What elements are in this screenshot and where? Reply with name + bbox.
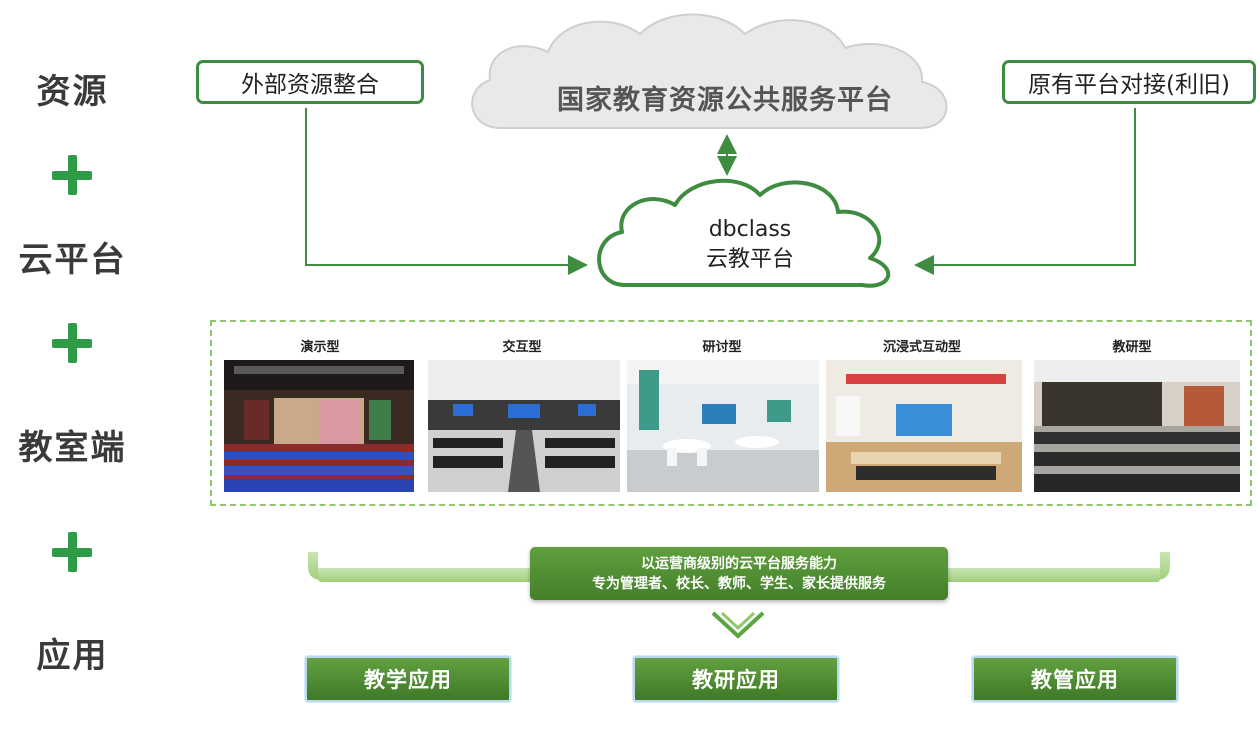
dbclass-cloud-shape — [597, 178, 891, 288]
national-cloud-shape — [471, 13, 948, 129]
external-resources-box: 外部资源整合 — [196, 60, 424, 104]
dbclass-subtitle: 云教平台 — [705, 247, 794, 272]
label-applications: 应用 — [36, 636, 109, 676]
research-app-button[interactable]: 教研应用 — [633, 656, 839, 702]
plus-icon — [52, 155, 92, 195]
external-connector — [305, 108, 588, 275]
plus-icon — [52, 323, 92, 363]
teaching-research-room-photo — [1034, 360, 1240, 492]
label-classroom: 教室端 — [18, 428, 127, 468]
service-line-1: 以运营商级别的云平台服务能力 — [641, 555, 837, 572]
interactive-classroom-photo — [428, 360, 620, 492]
dbclass-name: dbclass — [708, 217, 792, 242]
management-app-button[interactable]: 教管应用 — [972, 656, 1178, 702]
label-resources: 资源 — [36, 72, 109, 112]
down-chevron-icon — [711, 611, 765, 639]
classroom-label: 交互型 — [502, 340, 542, 355]
dbclass-cloud: dbclass 云教平台 — [640, 215, 860, 275]
seminar-room-photo — [627, 360, 819, 492]
service-banner: 以运营商级别的云平台服务能力 专为管理者、校长、教师、学生、家长提供服务 — [530, 547, 948, 600]
classroom-label: 沉浸式互动型 — [882, 340, 961, 355]
immersive-classroom-photo — [826, 360, 1022, 492]
auditorium-photo — [224, 360, 414, 492]
classroom-panel — [210, 320, 1252, 506]
national-platform-title: 国家教育资源公共服务平台 — [557, 85, 893, 116]
teaching-app-button[interactable]: 教学应用 — [305, 656, 511, 702]
classroom-label: 研讨型 — [702, 340, 742, 355]
label-cloud-platform: 云平台 — [18, 240, 127, 280]
existing-platform-box: 原有平台对接(利旧) — [1002, 60, 1256, 104]
classroom-label: 演示型 — [300, 340, 340, 355]
plus-icon — [52, 532, 92, 572]
service-line-2: 专为管理者、校长、教师、学生、家长提供服务 — [592, 575, 886, 592]
existing-connector — [914, 108, 1136, 275]
classroom-label: 教研型 — [1112, 340, 1152, 355]
